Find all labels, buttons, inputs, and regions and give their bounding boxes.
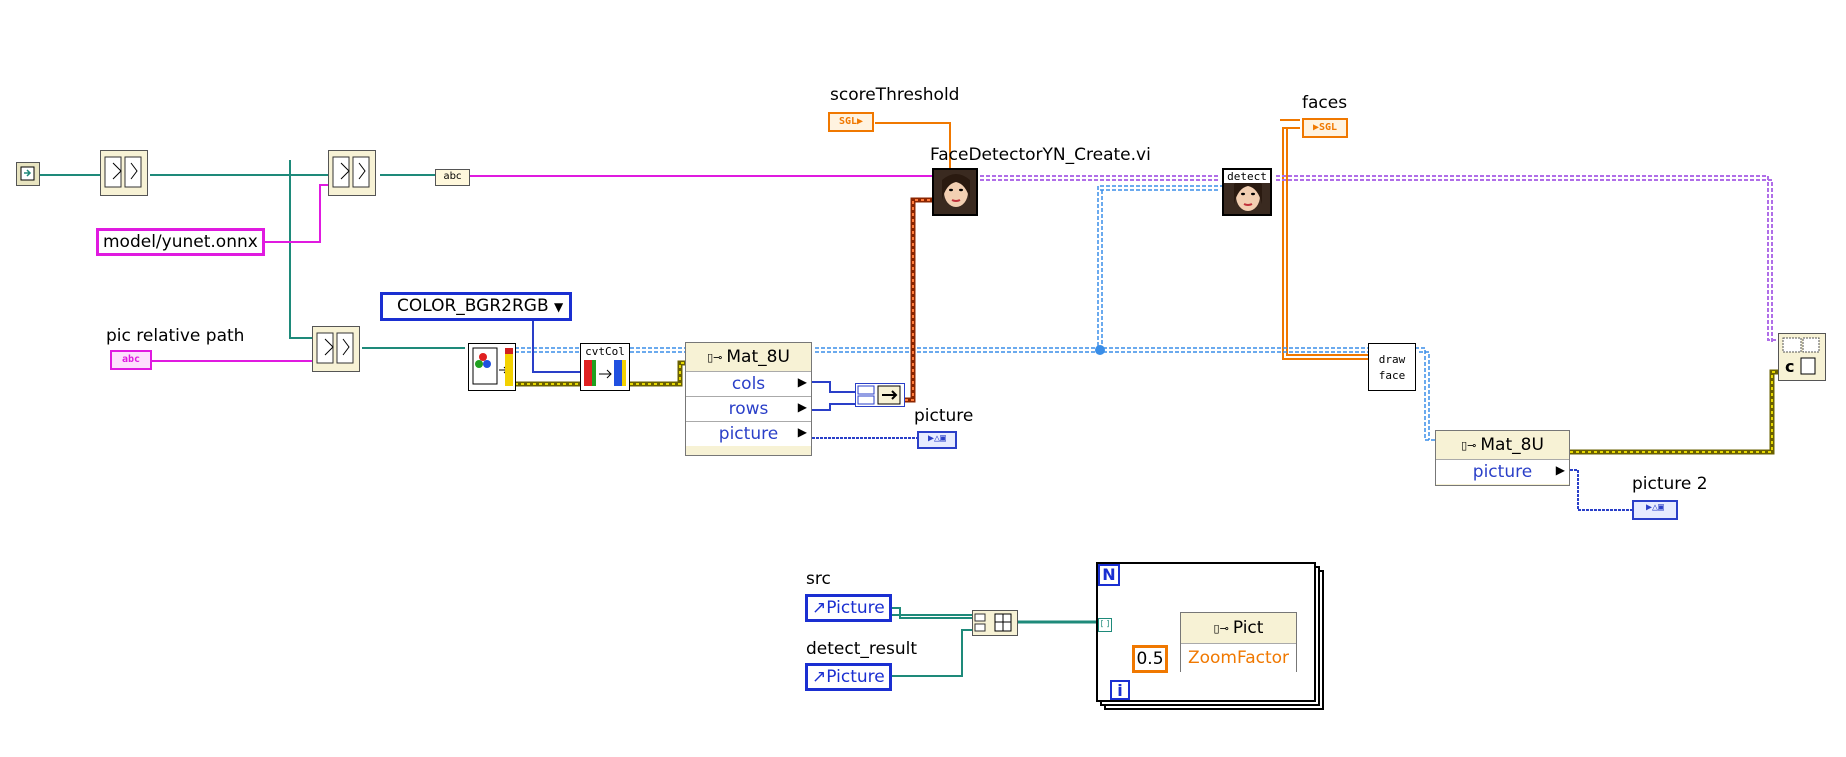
zoom-constant[interactable]: 0.5: [1132, 645, 1168, 673]
ref-arrow-icon: ↗: [812, 667, 827, 687]
auto-index-tunnel: [ ]: [1098, 618, 1112, 632]
pic-relative-path-control[interactable]: abc: [110, 350, 152, 370]
release-node[interactable]: c: [1778, 333, 1826, 381]
picture-property-node[interactable]: ▯⊸ Pict ZoomFactor: [1180, 612, 1297, 672]
unbundle-row-picture[interactable]: picture ▶: [1436, 460, 1569, 484]
cluster-wires: [980, 175, 1778, 342]
svg-text:c: c: [1785, 357, 1794, 376]
unbundle-row-cols[interactable]: cols ▶: [686, 372, 811, 397]
unbundle-header-label: Mat_8U: [1480, 435, 1544, 455]
mat8u-wires-dash: [515, 362, 1778, 453]
face-label: face: [1378, 369, 1406, 382]
detect-result-picture-ref[interactable]: ↗Picture: [805, 663, 892, 691]
unbundle-mat8u-right[interactable]: ▯⊸ Mat_8U picture ▶: [1435, 430, 1570, 486]
pic-relative-path-label: pic relative path: [106, 326, 245, 346]
ref-icon: ▯⊸: [1213, 621, 1229, 635]
score-threshold-control[interactable]: SGL▶: [828, 112, 874, 132]
cvtcolor-label: cvtCol: [585, 345, 625, 358]
path-to-string-label: abc: [443, 171, 462, 182]
color-code-text: COLOR_BGR2RGB: [397, 296, 549, 316]
string-wires: [152, 175, 933, 362]
unbundle-mat8u-main[interactable]: ▯⊸ Mat_8U cols ▶ rows ▶ picture ▶: [685, 342, 812, 456]
picture2-indicator[interactable]: ▶△▣: [1632, 500, 1678, 520]
cvtcolor-node[interactable]: cvtCol: [580, 343, 630, 391]
detect-label: detect: [1224, 170, 1270, 183]
picture-label: picture: [914, 406, 974, 426]
zoom-factor-property[interactable]: ZoomFactor: [1181, 644, 1296, 672]
build-array-node[interactable]: [972, 610, 1018, 636]
detector-wire-dash: [905, 199, 932, 401]
bundle-icon: ▯⊸: [707, 350, 723, 364]
arrow-right-icon: ▶: [797, 375, 807, 389]
build-size-node[interactable]: [855, 383, 905, 407]
face-detector-create-node[interactable]: [932, 168, 978, 216]
orange-wires: [875, 119, 1368, 360]
build-path-node-2[interactable]: [328, 150, 376, 196]
score-threshold-label: scoreThreshold: [830, 85, 960, 105]
imread-node[interactable]: [468, 343, 516, 391]
int-wires: [532, 308, 855, 411]
arrow-right-icon: ▶: [1555, 463, 1565, 477]
src-picture-ref[interactable]: ↗Picture: [805, 594, 892, 622]
detect-result-label: detect_result: [806, 639, 917, 659]
detector-wire: [905, 197, 932, 403]
build-path-node-1[interactable]: [100, 150, 148, 196]
unbundle-header: ▯⊸ Mat_8U: [1436, 431, 1569, 460]
loop-count-terminal[interactable]: N: [1098, 564, 1120, 586]
path-to-string-node[interactable]: abc: [435, 169, 470, 186]
sgl-text: SGL: [838, 116, 858, 127]
model-path-constant[interactable]: model/yunet.onnx: [96, 228, 265, 256]
mat-wires: [515, 185, 1435, 441]
unbundle-item-label: cols: [731, 374, 766, 394]
bottom-ref-wires: [888, 607, 972, 677]
unbundle-header-label: Mat_8U: [726, 347, 790, 367]
arrow-right-icon: ▶: [797, 425, 807, 439]
unbundle-row-picture[interactable]: picture ▶: [686, 422, 811, 446]
property-header-label: Pict: [1232, 618, 1264, 638]
unbundle-item-label: picture: [1472, 462, 1533, 482]
faces-label: faces: [1302, 93, 1348, 113]
detect-result-picture-text: Picture: [826, 667, 885, 687]
face-detector-create-label: FaceDetectorYN_Create.vi: [930, 145, 1151, 165]
property-header: ▯⊸ Pict: [1181, 613, 1296, 644]
detect-node[interactable]: detect: [1222, 168, 1272, 216]
color-code-constant[interactable]: COLOR_BGR2RGB ▼: [380, 292, 573, 321]
draw-label: draw: [1378, 353, 1406, 366]
ref-arrow-icon: ↗: [812, 598, 827, 618]
bundle-icon: ▯⊸: [1461, 438, 1477, 452]
draw-face-node[interactable]: draw face: [1368, 343, 1416, 391]
unbundle-item-label: rows: [728, 399, 769, 419]
picture2-label: picture 2: [1632, 474, 1708, 494]
picture-indicator[interactable]: ▶△▣: [917, 431, 957, 449]
abc-text: abc: [121, 354, 141, 365]
path-constant-icon[interactable]: [16, 162, 40, 186]
sgl-array-text: SGL: [1318, 122, 1338, 133]
path-wires: [35, 160, 1000, 616]
picture-wires: [812, 437, 1632, 511]
unbundle-row-rows[interactable]: rows ▶: [686, 397, 811, 422]
dropdown-icon: ▼: [554, 300, 564, 314]
picture-icon: ▶△▣: [1645, 502, 1665, 513]
faces-indicator[interactable]: ▶SGL: [1302, 118, 1348, 138]
build-path-node-3[interactable]: [312, 326, 360, 372]
src-label: src: [806, 569, 831, 589]
picture-icon: ▶△▣: [927, 433, 947, 444]
unbundle-header: ▯⊸ Mat_8U: [686, 343, 811, 372]
arrow-right-icon: ▶: [797, 400, 807, 414]
wire-junction: [1095, 345, 1105, 355]
zoom-factor-label: ZoomFactor: [1187, 648, 1290, 668]
unbundle-item-label: picture: [718, 424, 779, 444]
src-picture-text: Picture: [826, 598, 885, 618]
loop-iteration-terminal: i: [1110, 680, 1130, 700]
